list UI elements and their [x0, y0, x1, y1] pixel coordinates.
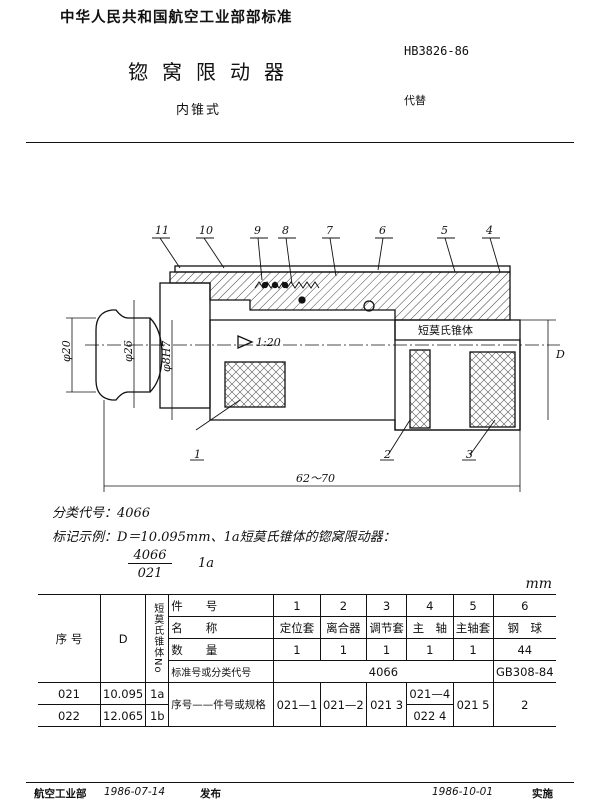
qty-6: 44 — [492, 638, 556, 661]
spec-3: 021 3 — [366, 682, 408, 727]
qty-2: 1 — [319, 638, 368, 661]
row-label-qty: 数 量 — [168, 638, 275, 661]
part-name-5: 主轴套 — [452, 616, 494, 639]
row-taper: 1a — [145, 682, 170, 705]
header-taper: 短莫氏锥体No — [145, 594, 170, 683]
dim-phi8h7: φ8H7 — [160, 341, 173, 372]
spec-6: 2 — [492, 682, 556, 727]
spec-table: 序 号 D 短莫氏锥体No 件 号 1 2 3 4 5 6 名 称 定位套 离合… — [38, 594, 556, 727]
document-subtitle: 内锥式 — [176, 103, 222, 118]
header-seq: 序 号 — [38, 594, 101, 683]
dim-d: D — [555, 348, 565, 361]
part-no-3: 3 — [366, 594, 408, 617]
spec-2: 021—2 — [319, 682, 368, 727]
row-label-part-no: 件 号 — [168, 594, 275, 617]
fraction-bottom: 021 — [137, 566, 163, 581]
callout-1: 1 — [194, 448, 201, 461]
part-name-6: 钢 球 — [492, 616, 556, 639]
qty-5: 1 — [452, 638, 494, 661]
part-no-5: 5 — [452, 594, 494, 617]
taper-ratio: 1:20 — [256, 336, 281, 349]
body-section — [169, 271, 511, 321]
spec-1: 021—1 — [273, 682, 321, 727]
dim-phi26: φ26 — [122, 340, 135, 362]
part-name-3: 调节套 — [366, 616, 408, 639]
footer-issuer: 航空工业部 — [34, 788, 87, 800]
footer-impl-word: 实施 — [532, 788, 553, 800]
issuing-organization: 中华人民共和国航空工业部部标准 — [60, 10, 293, 26]
callout-9: 9 — [254, 224, 261, 237]
std-code: 4066 — [273, 660, 494, 683]
part-no-4: 4 — [406, 594, 454, 617]
fraction-suffix: 1a — [198, 556, 215, 571]
row-taper: 1b — [145, 704, 170, 727]
footer-issue-word: 发布 — [200, 788, 221, 800]
spec-4b: 022 4 — [406, 704, 454, 727]
part-name-4: 主 轴 — [406, 616, 454, 639]
callout-4: 4 — [485, 224, 493, 237]
standard-number: HB3826-86 — [404, 44, 470, 58]
dim-length: 62～70 — [296, 472, 335, 485]
part-no-2: 2 — [319, 594, 368, 617]
fraction-top: 4066 — [128, 548, 172, 564]
footer-rule — [26, 782, 574, 783]
row-d: 12.065 — [99, 704, 147, 727]
footer-impl-date: 1986-10-01 — [432, 786, 494, 798]
qty-3: 1 — [366, 638, 408, 661]
part-no-6: 6 — [492, 594, 556, 617]
document-title: 锪窝限动器 — [128, 60, 298, 84]
spec-4a: 021—4 — [406, 682, 454, 705]
callout-7: 7 — [326, 224, 333, 237]
row-label-std: 标准号或分类代号 — [168, 660, 275, 683]
std-ball: GB308-84 — [492, 660, 556, 683]
callout-3: 3 — [466, 448, 473, 461]
class-code: 分类代号：4066 — [52, 506, 151, 521]
footer-issue-date: 1986-07-14 — [104, 786, 166, 798]
table-row: 022 — [38, 704, 101, 727]
technical-drawing: 11 10 9 8 7 6 5 4 1 2 3 φ20 φ26 φ8H7 1:2… — [60, 224, 565, 492]
unit-label: mm — [525, 576, 552, 592]
callout-10: 10 — [199, 224, 213, 237]
part-no-1: 1 — [273, 594, 321, 617]
part-name-2: 离合器 — [319, 616, 368, 639]
qty-4: 1 — [406, 638, 454, 661]
header-rule — [26, 142, 574, 143]
callout-2: 2 — [383, 448, 391, 461]
callout-11: 11 — [155, 224, 169, 237]
callout-8: 8 — [282, 224, 289, 237]
row-d: 10.095 — [99, 682, 147, 705]
replaces-label: 代替 — [404, 94, 426, 107]
part-name-1: 定位套 — [273, 616, 321, 639]
header-d: D — [99, 594, 147, 683]
qty-1: 1 — [273, 638, 321, 661]
row-label-name: 名 称 — [168, 616, 275, 639]
callout-5: 5 — [441, 224, 448, 237]
table-row: 021 — [38, 682, 101, 705]
knob-outline — [95, 309, 151, 401]
marking-example: 标记示例：D＝10.095mm、1a短莫氏锥体的锪窝限动器： — [52, 530, 396, 545]
part-3-knurl — [469, 351, 516, 428]
dim-phi20: φ20 — [60, 340, 73, 362]
spec-5: 021 5 — [452, 682, 494, 727]
taper-label: 短莫氏锥体 — [418, 323, 473, 337]
row-label-spec: 序号——件号或规格 — [168, 682, 275, 727]
callout-6: 6 — [379, 224, 386, 237]
